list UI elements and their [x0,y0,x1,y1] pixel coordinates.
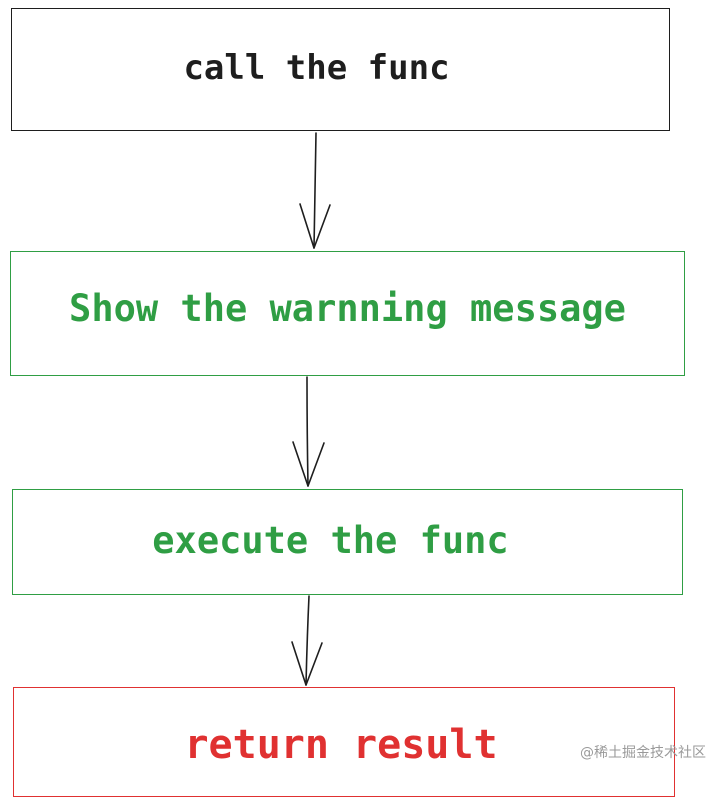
arrow-execute-to-return [291,595,323,686]
arrow-warning-to-execute [292,376,325,487]
node-label-return-result: return result [184,722,498,768]
node-show-warning-message: Show the warnning message [10,251,685,376]
node-label-call-the-func: call the func [183,47,450,88]
arrow-call-to-warning [299,132,331,249]
node-label-execute-the-func: execute the func [152,518,509,562]
watermark-text: @稀土掘金技术社区 [580,745,706,761]
node-call-the-func: call the func [11,8,670,131]
node-execute-the-func: execute the func [12,489,683,595]
node-label-show-warning-message: Show the warnning message [69,287,626,330]
node-return-result: return result [13,687,675,797]
